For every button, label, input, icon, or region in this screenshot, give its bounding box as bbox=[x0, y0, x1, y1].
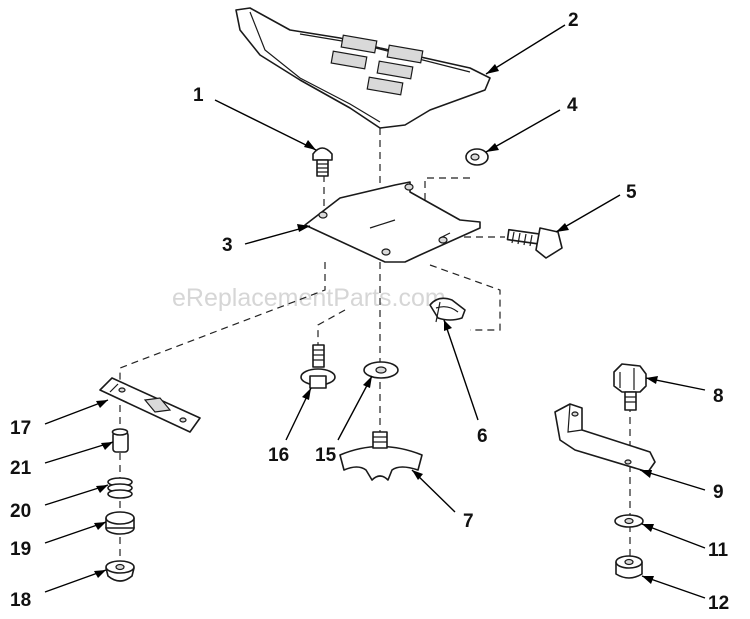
callout-15: 15 bbox=[315, 445, 337, 466]
callout-16: 16 bbox=[268, 445, 289, 466]
knob-part-7 bbox=[339, 431, 423, 481]
callout-labels: 1 2 3 4 5 6 7 8 9 11 12 15 16 17 18 19 2… bbox=[10, 10, 729, 614]
callout-21: 21 bbox=[10, 458, 32, 479]
angle-bracket-part-9 bbox=[554, 403, 656, 473]
leader-15 bbox=[337, 375, 373, 441]
hex-bolt-part-5 bbox=[506, 227, 563, 259]
leader-arrowheads bbox=[94, 64, 658, 584]
callout-6: 6 bbox=[477, 426, 488, 447]
leader-1 bbox=[214, 99, 317, 151]
callout-12: 12 bbox=[708, 593, 729, 614]
callout-18: 18 bbox=[10, 590, 31, 611]
clip-path bbox=[429, 264, 501, 331]
nut-part-4 bbox=[465, 148, 489, 166]
leader-2 bbox=[485, 24, 566, 75]
watermark-text: eReplacementParts.com bbox=[172, 284, 446, 312]
callout-7: 7 bbox=[463, 511, 474, 532]
shoulder-bolt-part-16 bbox=[300, 344, 336, 389]
callout-3: 3 bbox=[222, 235, 233, 256]
bushing-part-19 bbox=[105, 511, 135, 535]
leader-21 bbox=[44, 441, 114, 464]
leader-17 bbox=[44, 399, 109, 425]
locknut-part-18 bbox=[105, 560, 135, 582]
callout-9: 9 bbox=[713, 482, 724, 503]
nut-part-12 bbox=[615, 555, 643, 579]
callout-20: 20 bbox=[10, 501, 31, 522]
bolt16-path bbox=[317, 309, 346, 345]
callout-8: 8 bbox=[713, 386, 724, 407]
seat-plate-part bbox=[304, 181, 481, 263]
carriage-bolt-part bbox=[312, 147, 333, 177]
callout-19: 19 bbox=[10, 539, 31, 560]
leader-6 bbox=[443, 319, 479, 421]
callout-2: 2 bbox=[568, 10, 579, 31]
nut4-path bbox=[424, 177, 470, 210]
callout-11: 11 bbox=[708, 540, 729, 561]
spacer-part-21 bbox=[111, 428, 129, 453]
callout-1: 1 bbox=[193, 85, 204, 106]
callout-5: 5 bbox=[626, 182, 637, 203]
washer-part-15 bbox=[363, 361, 399, 379]
seat-part bbox=[235, 7, 491, 129]
leader-5 bbox=[555, 194, 621, 233]
leader-4 bbox=[485, 109, 561, 153]
callout-4: 4 bbox=[567, 95, 578, 116]
callout-17: 17 bbox=[10, 418, 31, 439]
washer-part-11 bbox=[614, 514, 644, 528]
bracket-part-17 bbox=[99, 377, 201, 433]
clip-part-6 bbox=[429, 297, 466, 323]
spring-part-20 bbox=[107, 477, 133, 499]
bracket-path bbox=[119, 262, 326, 380]
hex-bolt-part-8 bbox=[613, 363, 647, 411]
